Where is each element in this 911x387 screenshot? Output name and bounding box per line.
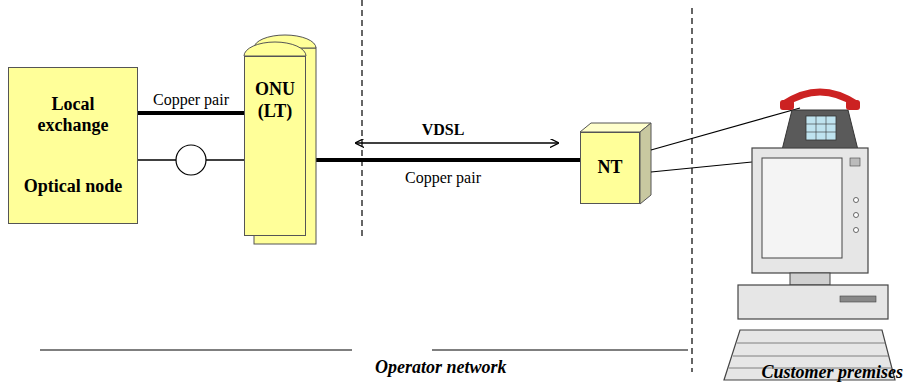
extent-line [40, 349, 352, 350]
computer-icon [724, 148, 895, 380]
computer-wire [651, 162, 752, 172]
connector-line [306, 158, 580, 162]
node-text: NT [585, 157, 635, 179]
exchange-box: Local exchangeOptical node [8, 67, 138, 224]
region-label: Customer premises [761, 362, 903, 383]
box-side-face [640, 123, 651, 204]
edge-label: Copper pair [403, 169, 483, 187]
node-text: Optical node [23, 176, 123, 198]
cabinet-dome [244, 42, 306, 56]
boundary-line [691, 8, 692, 372]
edge-label: Copper pair [151, 91, 231, 109]
onu-box: ONU (LT) [244, 56, 306, 236]
connector-line [356, 142, 558, 144]
nt-box: NT [580, 132, 640, 204]
region-label: Operator network [375, 357, 507, 378]
phone-wire [651, 108, 800, 150]
node-text: ONU (LT) [249, 79, 301, 122]
boundary-line [361, 0, 362, 240]
edge-label: VDSL [420, 121, 467, 139]
connector-line [138, 111, 244, 115]
node-text: Local exchange [23, 94, 123, 137]
fibre-symbol [176, 145, 206, 175]
extent-line [432, 349, 688, 350]
telephone-icon [780, 92, 860, 150]
box-top-face [580, 123, 651, 132]
